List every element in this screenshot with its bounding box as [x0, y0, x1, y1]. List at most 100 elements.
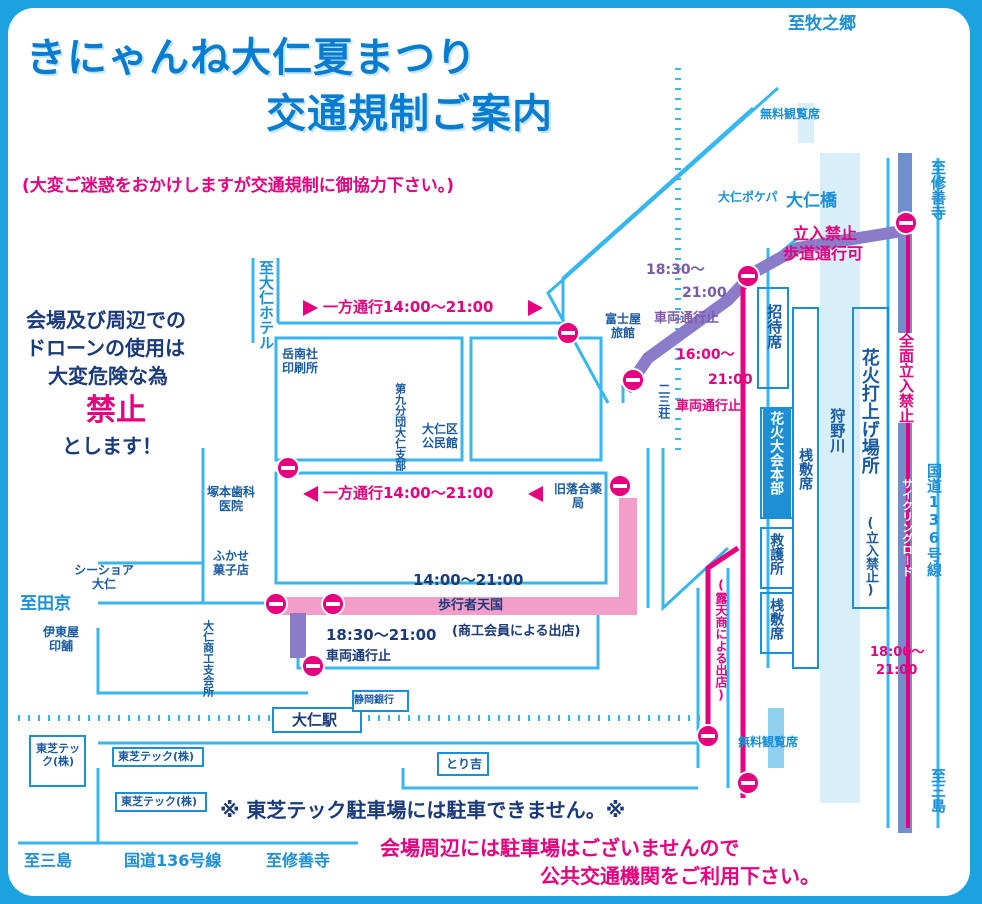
subtitle: (大変ご迷惑をおかけしますが交通規制に御協力下さい。) — [22, 176, 455, 196]
vehicle-stop-1: 車両通行止 — [326, 649, 392, 664]
stop-signs — [264, 211, 918, 795]
ohito-hall: 大仁区公民館 — [421, 422, 458, 450]
ohito-pokepa: 大仁ポケパ — [718, 190, 778, 204]
dir-shuzenji-bottom: 至修善寺 — [266, 851, 331, 870]
dir-ohito-hotel: 至大仁ホテル — [257, 260, 275, 350]
honbu: 花火大会本部 — [768, 411, 785, 495]
sajiki-2: 桟敷席 — [768, 598, 785, 640]
gakunansha: 岳南社印刷所 — [281, 347, 318, 375]
shop-note: (商工会員による出店) — [452, 624, 581, 639]
stop-sign-icon — [556, 321, 580, 345]
no-entry: 立入禁止 — [793, 224, 858, 243]
city-block — [469, 336, 603, 462]
dir-makinogo: 至牧之郷 — [788, 14, 856, 34]
cycling-road-label: サイクリングロード — [900, 478, 914, 577]
time-2100-c: 21:00 — [876, 663, 918, 678]
toshiba-box-1 — [29, 735, 86, 787]
seashore: シーショア大仁 — [74, 563, 134, 591]
road-segment — [96, 628, 308, 695]
time-2100-a: 21:00 — [682, 285, 727, 301]
map-canvas: { "title_line1": "きにゃんね大仁夏まつり", "title_l… — [8, 8, 970, 896]
toshiba-1: 東芝テック(株) — [36, 742, 80, 768]
arrow-left-icon — [528, 486, 543, 502]
fujiya: 富士屋旅館 — [605, 312, 642, 340]
tsukamoto: 塚本歯科医院 — [206, 485, 255, 513]
time-1800: 18:00〜 — [870, 645, 925, 660]
one-way-arrows — [303, 300, 543, 502]
pedestrian-zone — [276, 498, 637, 615]
shokokai: 大仁商工支会所 — [201, 620, 215, 697]
daiku-branch: 第九分団大仁支部 — [393, 383, 407, 471]
title-line-2: 交通規制ご案内 — [266, 91, 553, 137]
road-segment — [401, 768, 698, 790]
arrow-left-icon — [303, 486, 318, 502]
city-block — [274, 471, 608, 585]
toshiba-3: 東芝テック(株) — [121, 795, 198, 808]
stop-sign-icon — [696, 724, 720, 748]
sidewalk-ok: 歩道通行可 — [783, 244, 864, 263]
niichisou: 二三荘 — [656, 383, 671, 419]
ohito-station: 大仁駅 — [292, 711, 338, 729]
drone-line-1: 会場及び周辺での — [26, 308, 186, 332]
stop-sign-icon — [301, 654, 325, 678]
no-entry-line — [705, 545, 740, 738]
fukase: ふかせ菓子店 — [212, 549, 249, 577]
toshiba-box-3 — [115, 792, 207, 812]
time-1600: 16:00〜 — [676, 347, 735, 363]
sajiki-1: 桟敷席 — [797, 448, 814, 490]
vehicle-stop-2: 車両通行止 — [654, 311, 720, 326]
drone-line-2: ドローンの使用は — [26, 336, 185, 360]
bank-box — [352, 690, 409, 712]
torikichi: とり吉 — [446, 757, 483, 771]
stop-sign-icon — [608, 474, 632, 498]
torikichi-box — [437, 752, 489, 776]
road-segment — [546, 86, 779, 404]
drone-emphasis: 禁止 — [86, 393, 146, 428]
time-2100-b: 21:00 — [708, 372, 753, 388]
free-seat-bottom-fill — [768, 708, 784, 768]
road-network — [18, 68, 940, 845]
launch-no-entry: (立入禁止) — [862, 516, 878, 598]
dir-shuzenji-right: 至修善寺 — [929, 160, 947, 220]
vehicle-time-1: 18:30〜21:00 — [326, 626, 437, 644]
stop-sign-icon — [621, 368, 645, 392]
time-1830: 18:30〜 — [646, 262, 705, 278]
arrow-right-icon — [528, 300, 543, 316]
drone-line-4: とします！ — [62, 434, 162, 458]
free-seat-bottom: 無料観覧席 — [738, 735, 799, 749]
oneway-mid: 一方通行14:00〜21:00 — [323, 484, 494, 502]
kanogawa: 狩野川 — [828, 408, 847, 453]
kyugo: 救護所 — [768, 533, 785, 575]
shizuoka-bank: 静岡銀行 — [354, 695, 394, 706]
itoya: 伊東屋印舗 — [42, 625, 79, 653]
stop-sign-icon — [264, 592, 288, 616]
toshiba-2: 東芝テック(株) — [118, 750, 195, 763]
shotaiseki: 招待席 — [765, 304, 784, 349]
launch-site: 花火打上げ場所 — [858, 348, 880, 474]
free-seat-top: 無料観覧席 — [760, 107, 821, 121]
dir-mishima-bottom: 至三島 — [24, 851, 73, 870]
stop-sign-icon — [321, 592, 345, 616]
stop-sign-icon — [736, 264, 760, 288]
honbu-fill — [763, 408, 791, 518]
ohito-bridge: 大仁橋 — [786, 191, 837, 211]
stop-sign-icon — [894, 211, 918, 235]
dir-tagata: 至田京 — [20, 594, 71, 614]
drone-line-3: 大変危険な為 — [48, 364, 168, 388]
parking-notice: ※ 東芝テック駐車場には駐車できません。※ — [220, 798, 626, 822]
station-box — [272, 707, 362, 733]
route136-bottom: 国道136号線 — [124, 851, 222, 870]
pedestrian-label: 歩行者天国 — [438, 598, 504, 613]
ochiai: 旧落合薬局 — [553, 482, 602, 510]
title-line-1: きにゃんね大仁夏まつり — [26, 35, 477, 81]
toshiba-box-2 — [112, 747, 204, 767]
pedestrian-time: 14:00〜21:00 — [413, 571, 524, 589]
dir-mishima-right: 至三島 — [929, 768, 947, 813]
oneway-top: 一方通行14:00〜21:00 — [323, 298, 494, 316]
stop-sign-icon — [276, 456, 300, 480]
full-no-entry: 全面立入禁止 — [897, 333, 915, 423]
route136-right: 国道136号線 — [925, 463, 943, 577]
city-block — [274, 336, 464, 462]
venue-boxes — [757, 287, 889, 669]
